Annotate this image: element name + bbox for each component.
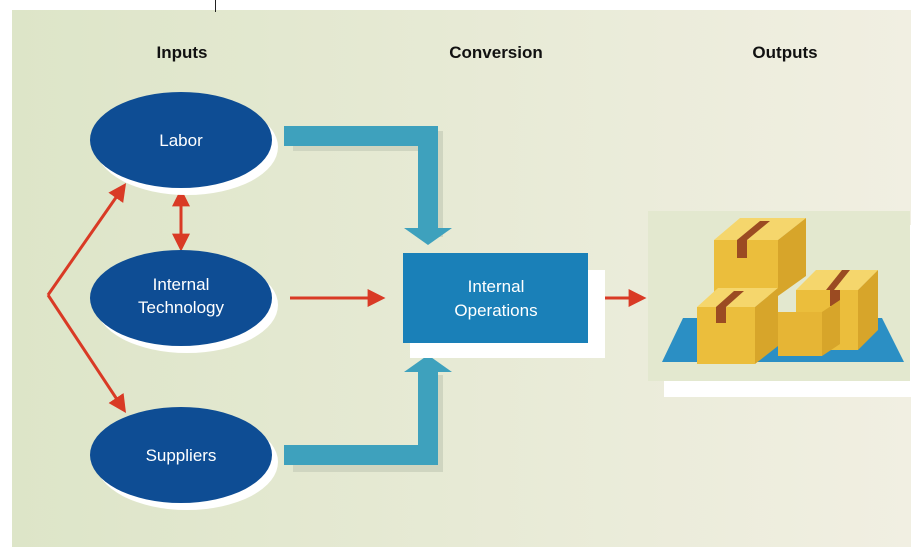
node-internal-operations-label-line1: Internal (468, 277, 525, 296)
arrow-to-labor (46, 183, 127, 296)
flow-arrow-suppliers-to-operations (284, 355, 452, 472)
arrow-to-suppliers (46, 294, 126, 414)
node-internal-technology-label-line2: Technology (138, 298, 225, 317)
node-suppliers: Suppliers (90, 407, 278, 510)
outputs-panel (648, 211, 911, 397)
header-conversion: Conversion (449, 43, 543, 62)
header-outputs: Outputs (752, 43, 817, 62)
header-inputs: Inputs (157, 43, 208, 62)
node-internal-operations-label-line2: Operations (454, 301, 537, 320)
node-internal-operations: Internal Operations (403, 253, 605, 358)
node-internal-technology-label-line1: Internal (153, 275, 210, 294)
node-labor: Labor (90, 92, 278, 195)
node-internal-technology: Internal Technology (90, 250, 278, 353)
stacked-cardboard-boxes-icon (662, 218, 904, 364)
node-suppliers-label: Suppliers (146, 446, 217, 465)
node-labor-label: Labor (159, 131, 203, 150)
flow-arrow-labor-to-operations (284, 126, 452, 245)
red-arrows (46, 183, 647, 414)
